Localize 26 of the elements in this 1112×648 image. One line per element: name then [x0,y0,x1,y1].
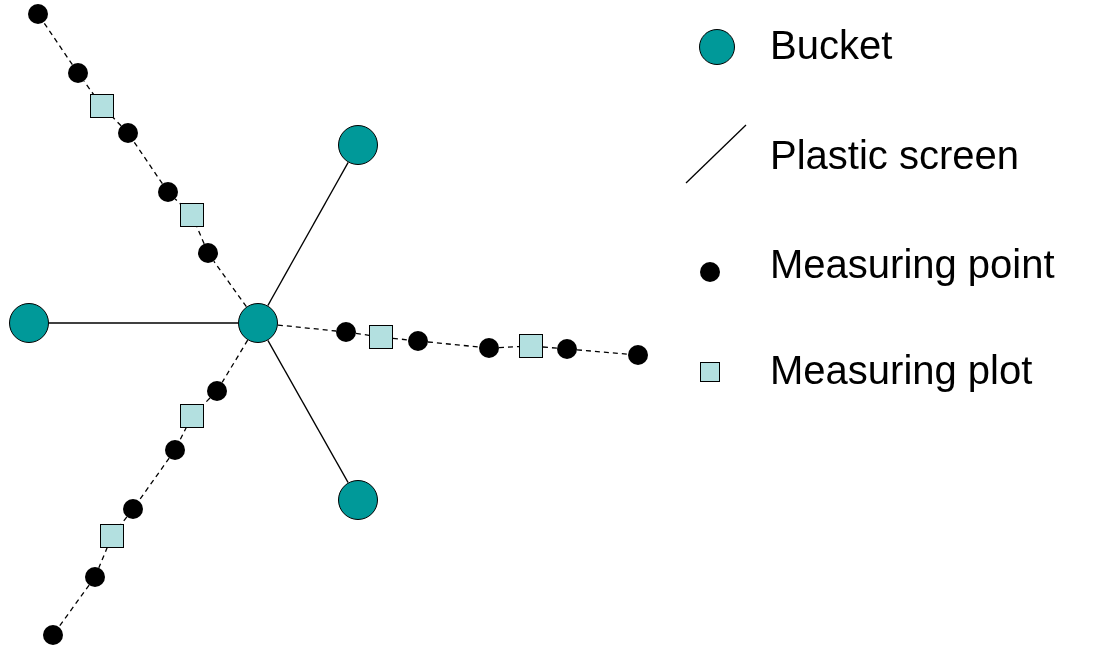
dashed-line [277,324,337,332]
dashed-line [178,426,188,442]
legend-label: Plastic screen [770,135,1019,175]
measuring-plot-square [100,524,124,548]
dashed-line [213,260,248,308]
plastic-screen-line [267,339,349,484]
dashed-line [427,341,480,348]
dashed-line [98,546,109,569]
dashed-line [355,332,370,336]
legend-label: Bucket [770,25,893,65]
measuring-plot-square [519,334,543,358]
plastic-screen-line [267,161,349,307]
dashed-line [542,346,558,349]
measuring-plot-square [369,325,393,349]
dashed-line [392,337,409,341]
legend-label: Measuring plot [770,350,1033,390]
dashed-line [576,349,629,355]
measuring-plot-square [180,404,204,428]
dashed-line [58,584,90,628]
dashed-line [498,345,520,349]
measuring-plot-square [180,203,204,227]
measuring-plot-square [90,94,114,118]
plastic-screen-line [48,322,239,324]
dashed-line [138,457,170,502]
legend-label: Measuring point [770,244,1055,284]
dashed-line [221,339,249,384]
